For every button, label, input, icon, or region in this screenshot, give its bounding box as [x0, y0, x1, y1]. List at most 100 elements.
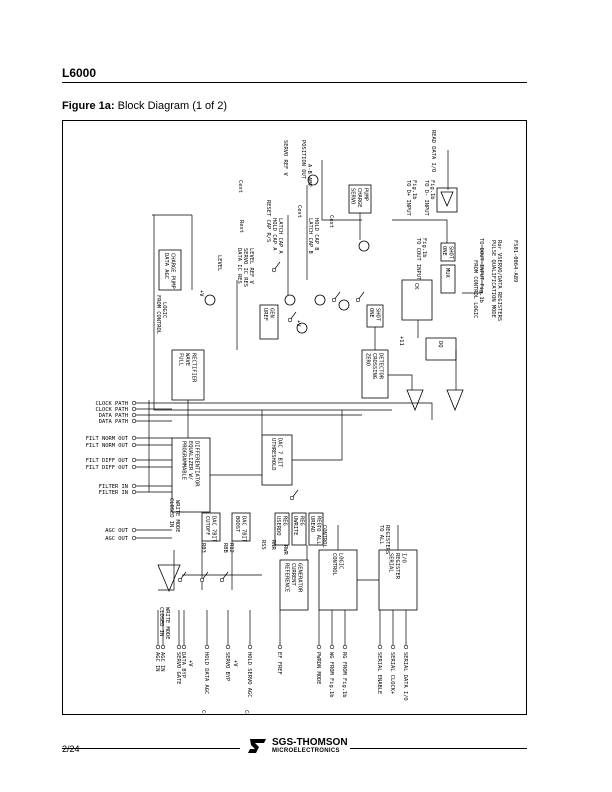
closed-in-write-label-2b: WRITE MODE — [164, 607, 170, 639]
left-pin-6 — [131, 457, 137, 463]
closed-in-write-label-2: CLOSED IN — [158, 607, 164, 636]
bottom-pin-1 — [160, 644, 166, 650]
left-pin-label: CLOCK PATH — [96, 407, 128, 413]
left-pin-2 — [131, 412, 137, 418]
to-all-control-label-2: CONTROL — [321, 525, 327, 548]
left-pin-label: FILT NORM OUT — [86, 436, 129, 442]
uread-reg-box — [308, 512, 324, 546]
plus-v-label-4: +V — [232, 660, 238, 667]
from-control-logic-label: FROM CONTROL — [155, 295, 161, 334]
left-pin-label: DATA PATH — [99, 413, 128, 419]
boost-dac-box — [231, 512, 251, 542]
footer-rule-gap — [240, 744, 350, 754]
servo-ref-v-label: SERVO REF V — [282, 140, 288, 176]
mux-out — [462, 245, 483, 294]
ck-flipflop-box — [401, 279, 433, 321]
comparator-2 — [446, 389, 464, 412]
one-shot-dual-label: SHOT — [447, 246, 453, 260]
bottom-pin-label: DATA BYP — [180, 652, 186, 678]
left-pin-label: FILT NORM OUT — [86, 443, 129, 449]
full-wave-rectifier-label: RECTIFIER — [191, 353, 197, 383]
uthreshold-dac-box — [261, 434, 293, 486]
company-line-1: SGS-THOMSON — [272, 737, 348, 748]
left-pin-3 — [131, 418, 137, 424]
uref-gen-block-box — [259, 304, 279, 340]
left-pin-label: FILT DIFF OUT — [86, 465, 129, 471]
uread-reg-label: UREAD — [309, 516, 315, 532]
bottom-pin-label: SERIAL ENABLE — [376, 652, 382, 694]
mux-block-box — [440, 264, 456, 294]
pulse-qualification-label-2: Ror VSERVO/DATA REGISTERS — [496, 240, 502, 321]
hold-cap-b-label: HOLD CAP B — [313, 218, 319, 250]
programmable-equalizer-box — [171, 437, 211, 513]
cutoff-dac-box — [201, 512, 221, 542]
bottom-pin-9 — [329, 644, 335, 650]
data-agc-charge-pump-label: DATA AGC — [163, 253, 169, 279]
read-buffer-amp — [440, 191, 454, 208]
figure-caption: Figure 1a: Block Diagram (1 of 2) — [62, 100, 227, 112]
full-wave-rectifier-label: WAVE — [184, 353, 190, 366]
rwr-label: RWR — [282, 545, 288, 555]
to-dout-input-label: TO DOUT INPUT Fig.1b — [478, 238, 484, 303]
latch-cap-a-label: LATCH CAP A — [277, 218, 283, 254]
switch-cap-3-contact — [355, 297, 361, 303]
bottom-pin-label: SERVO GATE — [175, 652, 181, 684]
to-cout — [392, 219, 448, 243]
fil-label: +11 — [398, 336, 404, 346]
plus-v-label-1: +V — [198, 290, 204, 297]
zero-crossing-detector-label: CROSSING — [371, 353, 377, 379]
full-wave-rectifier-box — [171, 349, 205, 401]
switch-cap-1-contact — [287, 317, 293, 323]
figure-code-label: FS01-0064-A89 — [512, 240, 518, 282]
bottom-pin-label: SERVO BYP — [224, 652, 230, 681]
level-ref-v-label: LEVEL REF V — [248, 248, 254, 284]
cext-label-cap: Cext — [296, 205, 302, 218]
switch-threshold-contact — [289, 495, 295, 501]
to-d-plus-input-label-2: Fig.1b — [411, 180, 417, 199]
boost-dac-label: DAC 7BIT — [240, 516, 246, 543]
mux-block: MUX — [440, 264, 456, 294]
rnr-label: RNR — [270, 540, 276, 550]
zero-crossing-detector-label: DETECTOR — [378, 353, 384, 380]
cutoff-dac-label: CUTOFF — [204, 516, 210, 535]
transistor-2-icon — [296, 322, 308, 334]
switch-cap-2-contact — [331, 297, 337, 303]
reference-current-generator-label: CURRENT — [290, 563, 296, 586]
one-shot-block-label: ONE — [368, 308, 374, 318]
to-d-minus-input-label-2: Fig.1b — [429, 180, 435, 199]
bottom-pin-3 — [181, 644, 187, 650]
threshold-to-comp — [292, 410, 343, 461]
switch-vga-1-contact — [177, 577, 183, 583]
cest-label-2: Cest — [243, 710, 249, 715]
uthreshold-dac-label: DAC 7 BIT — [276, 438, 282, 468]
latch-cap-b-label: LATCH CAP B — [307, 218, 313, 254]
left-pin-label: FILT DIFF OUT — [86, 458, 129, 464]
one-shot-dual-box — [440, 242, 456, 262]
cutoff-dac-label: DAC 7BIT — [210, 516, 216, 543]
control-logic-block-box — [318, 549, 358, 611]
to-d-minus-input-label: TO D- INPUT — [423, 180, 429, 216]
serial-register-block-label: SERIAL — [388, 553, 394, 572]
to-all-registers-label-2: REGISTERS — [384, 525, 390, 554]
reference-current-generator-box — [279, 559, 309, 611]
left-pin-8 — [131, 483, 137, 489]
full-wave-rectifier-label: FULL — [178, 353, 184, 366]
to-cout-input-label-2: Fig.1b — [421, 238, 427, 257]
one-shot-dual-label: ONE — [441, 246, 447, 256]
left-pin-label: AGC OUT — [105, 528, 128, 534]
bottom-pin-13 — [403, 644, 409, 650]
data-ic-res-label: DATA IC RES — [236, 248, 242, 284]
pulse-qualification-label: PULSE QUALIFICATION MODE — [490, 240, 496, 318]
figure-caption-label: Figure 1a: — [62, 100, 115, 112]
bottom-pin-label: AGC IN — [159, 652, 165, 671]
document-header: L6000 — [62, 66, 97, 80]
servo-amp-icon — [358, 240, 370, 252]
cest-label: Cest — [200, 710, 206, 715]
